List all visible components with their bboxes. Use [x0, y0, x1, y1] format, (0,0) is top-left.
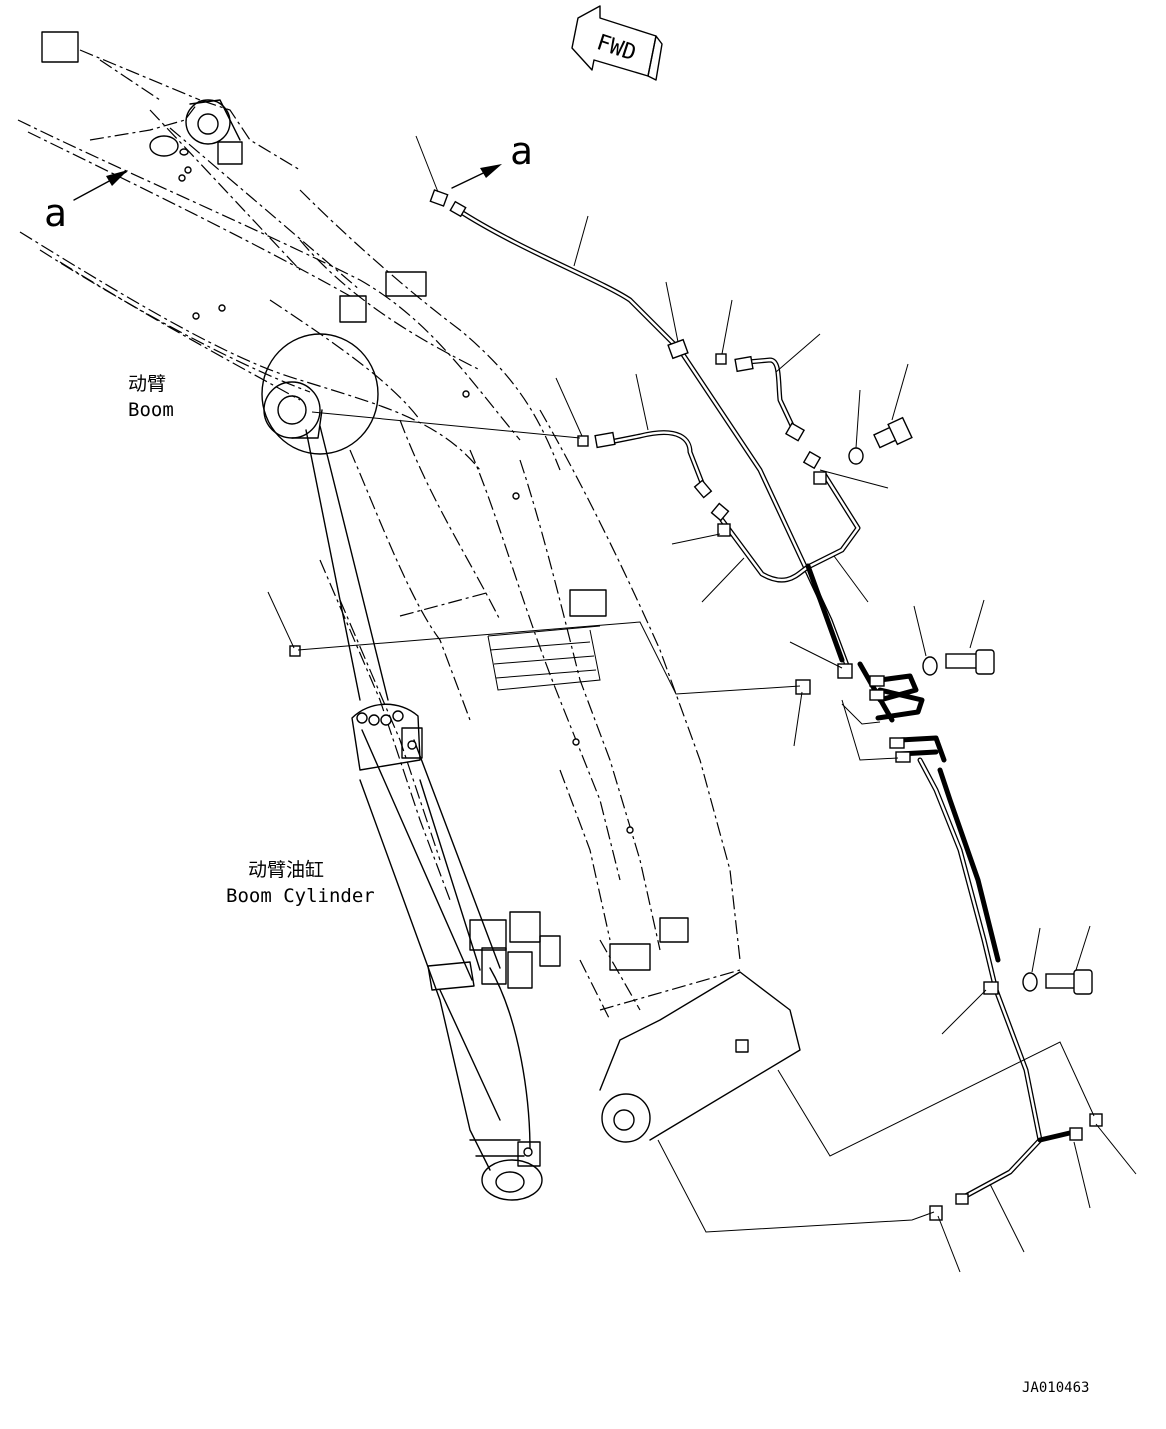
bolt-middle	[945, 649, 995, 675]
part-labels: 动臂 Boom 动臂油缸 Boom Cylinder	[128, 373, 375, 907]
boom-clamps	[41, 31, 689, 989]
boom-cylinder-top-pin	[261, 333, 379, 455]
view-marker-left: a	[44, 170, 128, 235]
location-lines	[297, 411, 1095, 1233]
lube-lines	[455, 207, 1077, 1201]
boom-cylinder-label-cn: 动臂油缸	[248, 859, 324, 881]
bolt-upper	[873, 416, 913, 449]
boom-outline	[17, 49, 741, 1021]
boom-arm-pin	[599, 971, 801, 1143]
drawing-number: JA010463	[1022, 1380, 1089, 1396]
bolt-lower	[1045, 969, 1093, 995]
fwd-label: FWD	[593, 30, 639, 66]
view-marker-right-label: a	[510, 129, 533, 173]
fittings	[289, 189, 1103, 1221]
boom-foot-pin	[149, 99, 243, 165]
view-marker-left-label: a	[44, 191, 67, 235]
boom-cylinder-label-en: Boom Cylinder	[226, 885, 375, 907]
fwd-arrow: FWD	[571, 5, 663, 81]
boom-cylinder	[305, 425, 543, 1201]
leader-lines	[267, 135, 1137, 1273]
view-marker-right: a	[451, 129, 533, 189]
boom-label-en: Boom	[128, 399, 174, 421]
boom-label-cn: 动臂	[128, 373, 166, 395]
